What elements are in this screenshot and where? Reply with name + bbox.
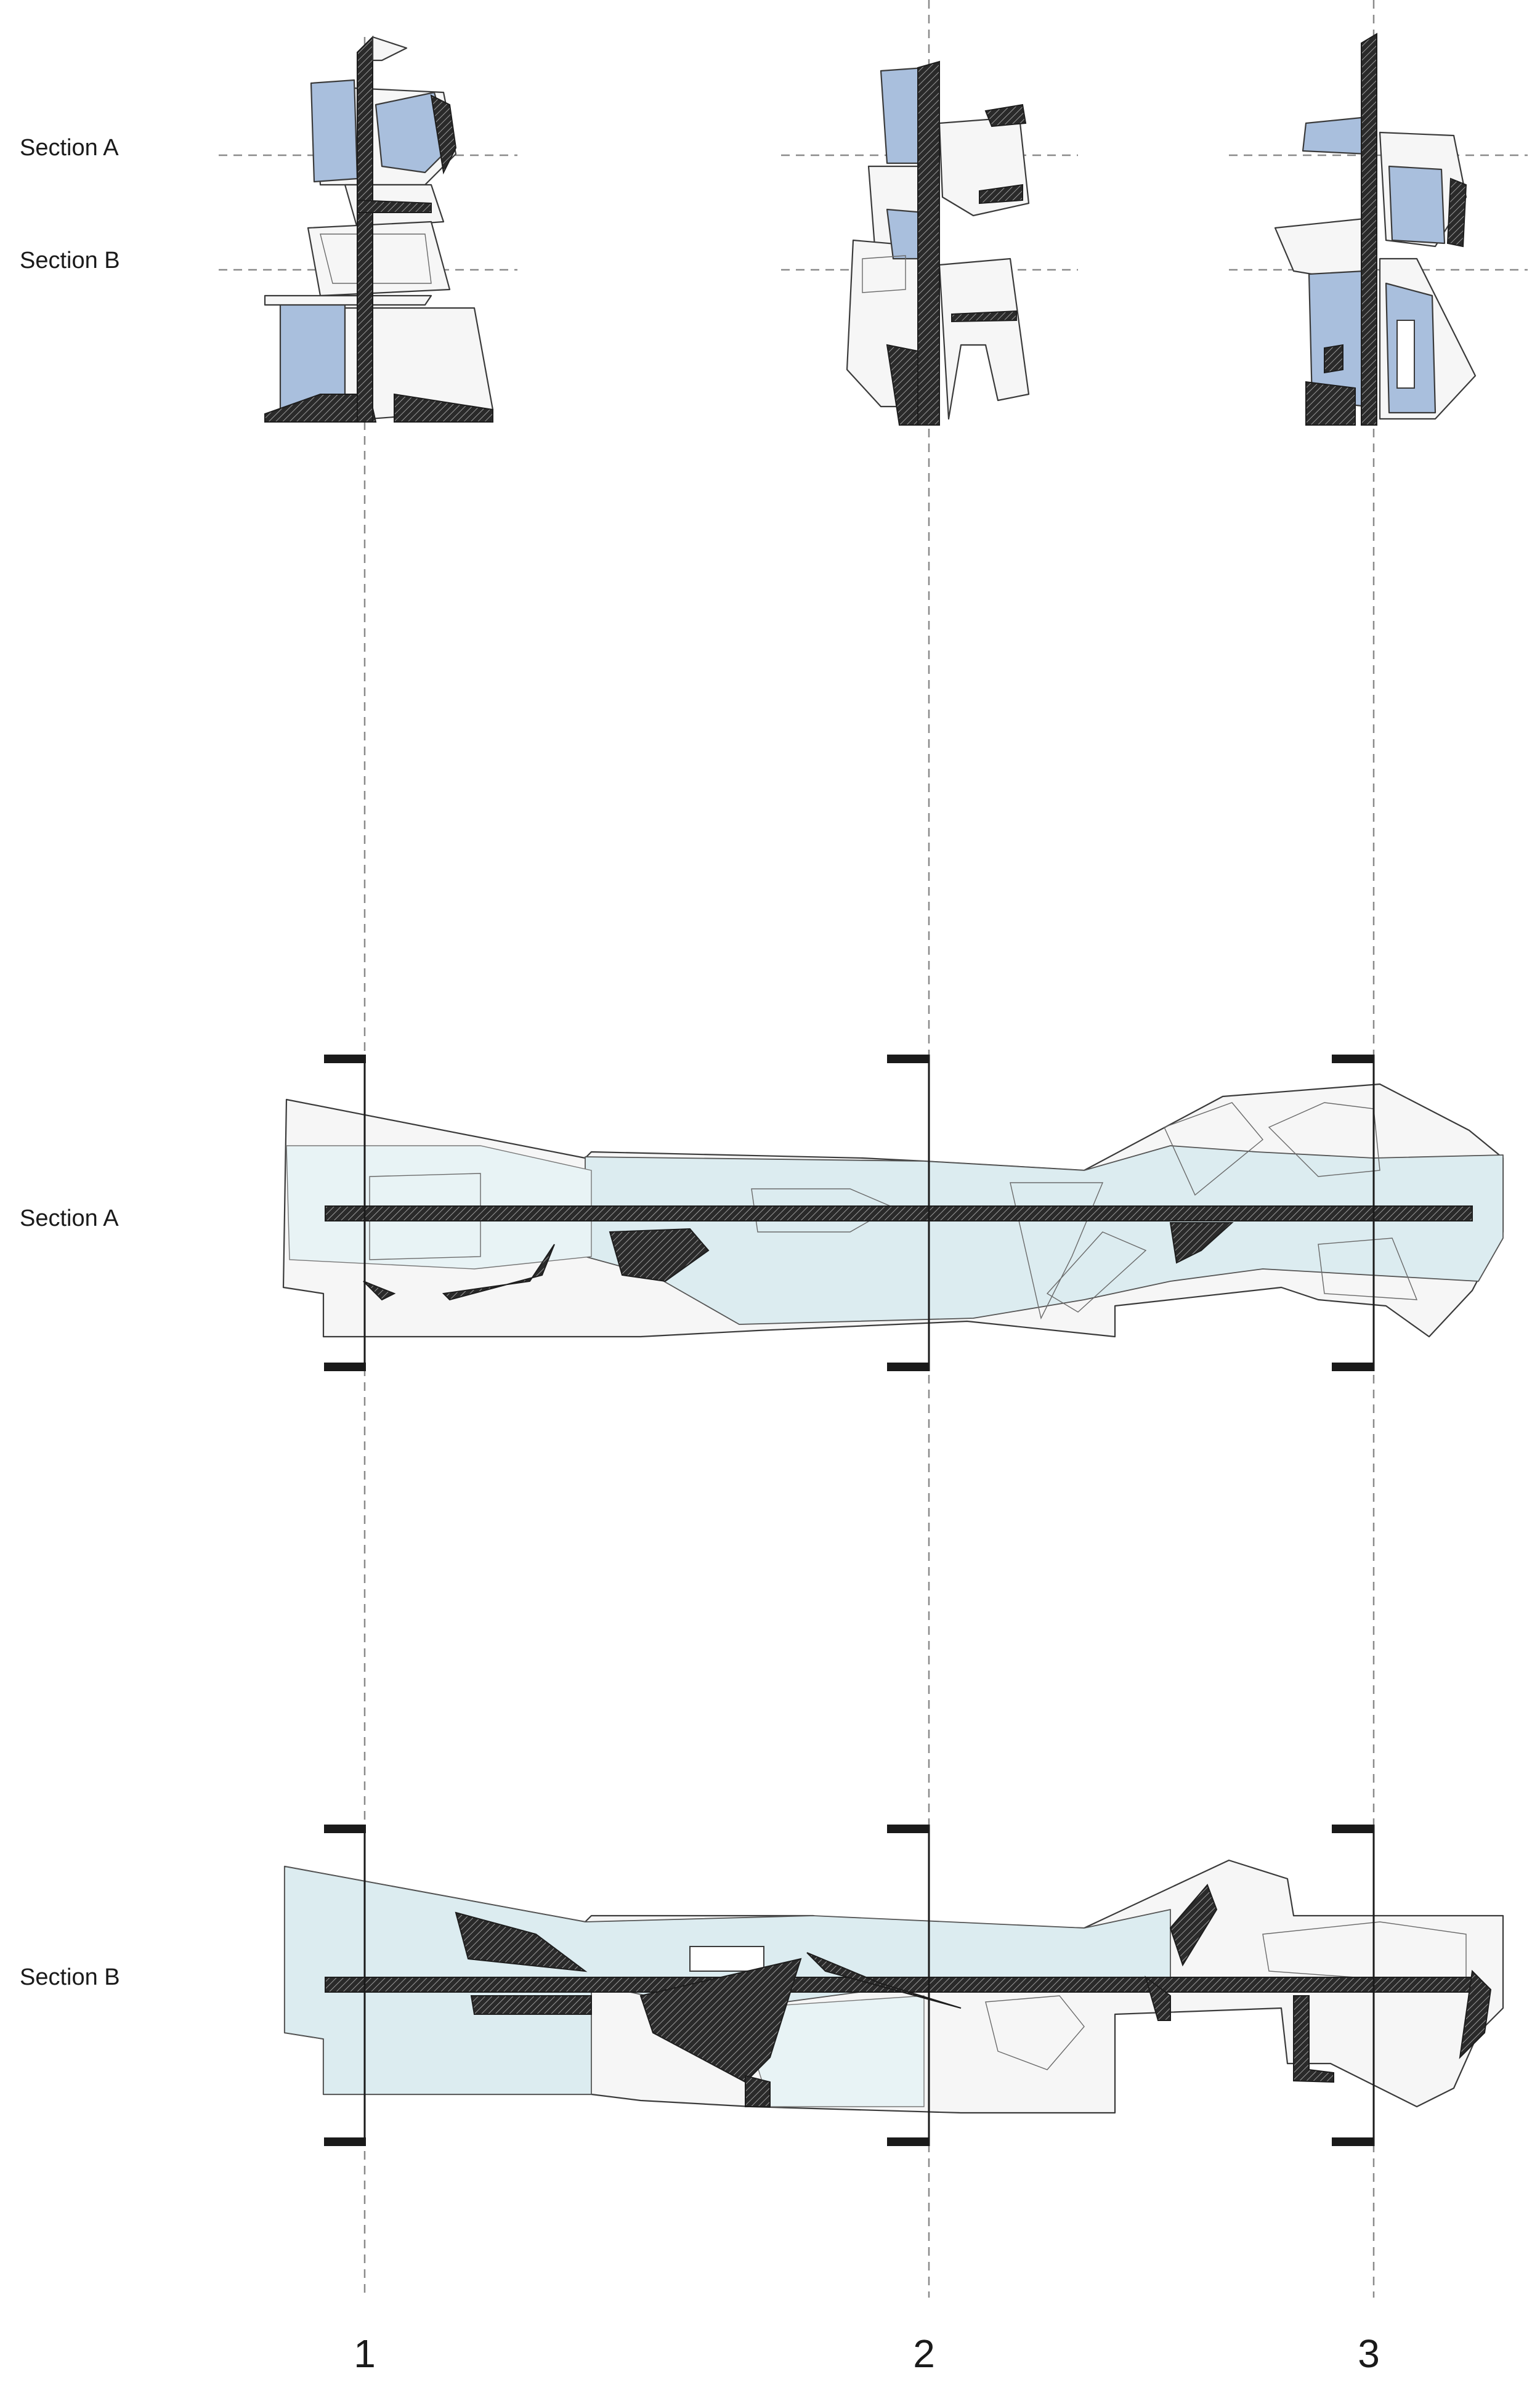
row-labels: Section A Section B Section A Section B <box>20 135 120 1990</box>
axis-number-2: 2 <box>913 2331 935 2376</box>
label-plan-section-b: Section B <box>20 1964 120 1990</box>
label-elevation-section-b: Section B <box>20 248 120 273</box>
plan-b-cut-markers <box>324 1825 1375 2146</box>
plan-a-slab <box>325 1205 1473 1221</box>
label-elevation-section-a: Section A <box>20 135 119 161</box>
elevation-3 <box>1274 33 1477 426</box>
axis-numbers: 1 2 3 <box>354 2331 1380 2376</box>
elevation-1 <box>264 35 494 423</box>
plan-section-a <box>282 1055 1504 1371</box>
axis-number-3: 3 <box>1358 2331 1380 2376</box>
plan-section-b <box>283 1825 1504 2146</box>
elevation-2 <box>846 60 1030 426</box>
label-plan-section-a: Section A <box>20 1205 119 1231</box>
plan-a-cut-markers <box>324 1055 1375 1371</box>
axis-number-1: 1 <box>354 2331 376 2376</box>
